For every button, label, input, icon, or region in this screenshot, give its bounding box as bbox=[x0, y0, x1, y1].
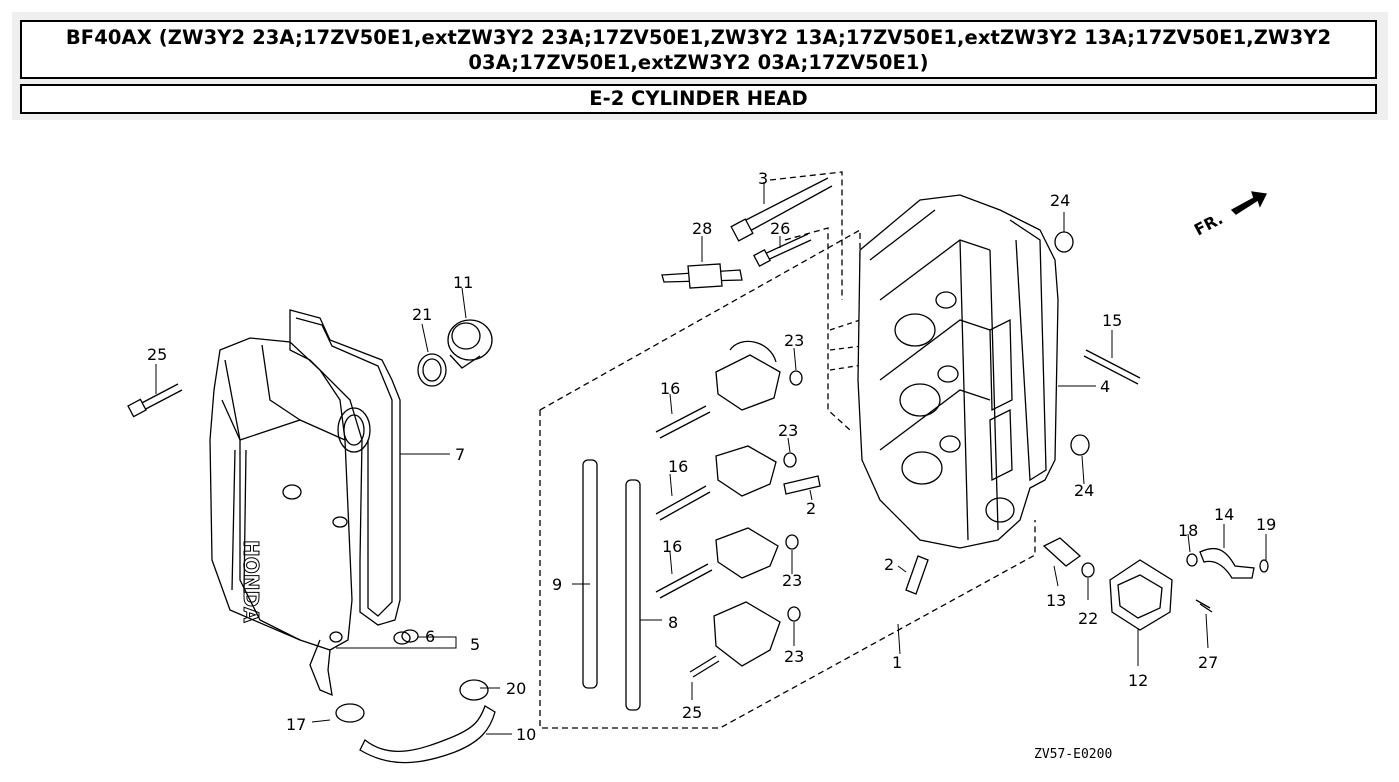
callout-22: 22 bbox=[1078, 609, 1098, 628]
leader-lines bbox=[155, 182, 1267, 735]
callout-10: 10 bbox=[516, 725, 536, 744]
callout-16-b: 16 bbox=[668, 457, 688, 476]
callout-3: 3 bbox=[758, 169, 768, 188]
pin-2-b bbox=[905, 555, 929, 595]
callout-2-b: 2 bbox=[884, 555, 894, 574]
callout-23-b: 23 bbox=[778, 421, 798, 440]
page-title: BF40AX (ZW3Y2 23A;17ZV50E1,extZW3Y2 23A;… bbox=[20, 20, 1377, 79]
callout-1: 1 bbox=[892, 653, 902, 672]
callout-8: 8 bbox=[668, 613, 678, 632]
callout-5: 5 bbox=[470, 635, 480, 654]
bolt-25-left bbox=[127, 383, 183, 418]
brand-embossing: HONDA bbox=[239, 540, 263, 623]
callout-6: 6 bbox=[425, 627, 435, 646]
dowel-23-c bbox=[785, 534, 799, 550]
bolt-3 bbox=[730, 177, 833, 242]
callout-11: 11 bbox=[453, 273, 473, 292]
callout-2-a: 2 bbox=[806, 499, 816, 518]
bolt-16-a bbox=[655, 405, 711, 439]
callout-27: 27 bbox=[1198, 653, 1218, 672]
front-marker-label: FR. bbox=[1191, 209, 1226, 240]
bolt-16-b bbox=[655, 485, 711, 521]
spark-plug bbox=[661, 263, 743, 289]
insulator-13 bbox=[1042, 537, 1082, 567]
cover-gasket-part bbox=[289, 309, 401, 626]
callout-14: 14 bbox=[1214, 505, 1234, 524]
bolt-27 bbox=[1195, 599, 1213, 613]
stud-15 bbox=[1083, 349, 1141, 385]
callout-23-c: 23 bbox=[782, 571, 802, 590]
breather-hose bbox=[359, 705, 496, 764]
section-title: E-2 CYLINDER HEAD bbox=[20, 84, 1377, 114]
callout-19: 19 bbox=[1256, 515, 1276, 534]
bolt-26 bbox=[753, 233, 812, 267]
callout-12: 12 bbox=[1128, 671, 1148, 690]
fuel-pump bbox=[1109, 559, 1173, 631]
dowel-24-top bbox=[1054, 231, 1074, 253]
callout-16-a: 16 bbox=[660, 379, 680, 398]
callout-28: 28 bbox=[692, 219, 712, 238]
drawing-code: ZV57-E0200 bbox=[1034, 747, 1112, 762]
o-ring-21 bbox=[417, 353, 447, 387]
callout-17: 17 bbox=[286, 715, 306, 734]
head-cover-part: HONDA bbox=[209, 337, 371, 697]
pin-2-a bbox=[783, 475, 821, 495]
bolt-25-mid bbox=[689, 655, 720, 678]
fuel-hose-14 bbox=[1199, 547, 1255, 579]
callout-24-top: 24 bbox=[1050, 191, 1070, 210]
callout-21: 21 bbox=[412, 305, 432, 324]
callout-26: 26 bbox=[770, 219, 790, 238]
rocker-shaft-9 bbox=[582, 459, 598, 689]
callout-25-mid: 25 bbox=[682, 703, 702, 722]
hose-clamp-17 bbox=[335, 703, 365, 723]
callout-24-bottom: 24 bbox=[1074, 481, 1094, 500]
callout-16-c: 16 bbox=[662, 537, 682, 556]
cylinder-head-part bbox=[857, 194, 1059, 549]
leader-dashed bbox=[769, 171, 851, 431]
hose-clamp-20 bbox=[459, 679, 489, 701]
front-arrow-icon bbox=[1230, 191, 1267, 215]
callout-15: 15 bbox=[1102, 311, 1122, 330]
callout-18: 18 bbox=[1178, 521, 1198, 540]
callout-25-left: 25 bbox=[147, 345, 167, 364]
rocker-holders bbox=[713, 340, 781, 667]
bolt-16-c bbox=[655, 563, 713, 599]
callout-9: 9 bbox=[552, 575, 562, 594]
callout-23-d: 23 bbox=[784, 647, 804, 666]
dowel-23-d bbox=[787, 606, 801, 622]
clamp-19 bbox=[1259, 559, 1269, 573]
dowel-23-b bbox=[783, 452, 797, 468]
callout-13: 13 bbox=[1046, 591, 1066, 610]
callout-4: 4 bbox=[1100, 377, 1110, 396]
clamp-18 bbox=[1186, 553, 1198, 567]
grommet-6 bbox=[393, 631, 411, 645]
callout-23-a: 23 bbox=[784, 331, 804, 350]
rocker-shaft-8 bbox=[625, 479, 641, 711]
callout-7: 7 bbox=[455, 445, 465, 464]
callout-20: 20 bbox=[506, 679, 526, 698]
dowel-24-bottom bbox=[1070, 434, 1090, 456]
o-ring-22 bbox=[1081, 562, 1095, 578]
oil-filler-cap bbox=[447, 319, 493, 369]
dowel-23-a bbox=[789, 370, 803, 386]
